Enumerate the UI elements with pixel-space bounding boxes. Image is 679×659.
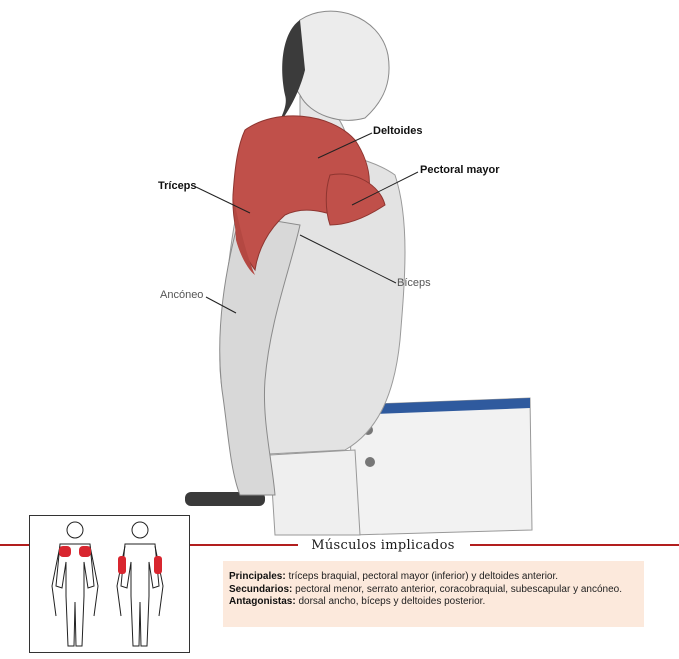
body-map-box xyxy=(29,515,190,653)
muscles-info-box: Principales: tríceps braquial, pectoral … xyxy=(223,561,644,627)
secundarios-label: Secundarios: xyxy=(229,583,293,595)
antagonistas-label: Antagonistas: xyxy=(229,596,296,607)
secundarios-line: Secundarios: pectoral menor, serrato ant… xyxy=(229,584,644,597)
label-anconeo: Ancóneo xyxy=(160,289,204,301)
pectoral-muscle xyxy=(325,173,386,226)
label-biceps: Bíceps xyxy=(397,277,431,289)
section-rule-right xyxy=(470,544,679,546)
back-triceps-highlight xyxy=(118,556,126,574)
section-title: Músculos implicados xyxy=(298,538,468,553)
body-map xyxy=(51,521,164,647)
principales-line: Principales: tríceps braquial, pectoral … xyxy=(229,571,644,584)
antagonistas-line: Antagonistas: dorsal ancho, bíceps y del… xyxy=(229,596,644,609)
secundarios-text: pectoral menor, serrato anterior, coraco… xyxy=(292,583,622,595)
triceps-muscle xyxy=(233,195,255,275)
label-pectoral-mayor: Pectoral mayor xyxy=(420,164,500,176)
back-triceps-highlight-right xyxy=(154,556,162,574)
front-chest-highlight-right xyxy=(79,546,91,557)
anatomy-illustration xyxy=(185,10,533,536)
deltoid-muscle xyxy=(232,115,370,272)
principales-label: Principales: xyxy=(229,571,286,582)
highlighted-muscles xyxy=(232,115,386,275)
label-triceps: Tríceps xyxy=(158,180,197,192)
front-figure xyxy=(51,521,99,647)
back-figure xyxy=(116,521,164,647)
label-deltoides: Deltoides xyxy=(373,125,423,137)
leader-lines xyxy=(195,132,419,314)
front-chest-highlight xyxy=(59,546,71,557)
principales-text: tríceps braquial, pectoral mayor (inferi… xyxy=(285,571,559,582)
antagonistas-text: dorsal ancho, bíceps y deltoides posteri… xyxy=(295,596,486,607)
